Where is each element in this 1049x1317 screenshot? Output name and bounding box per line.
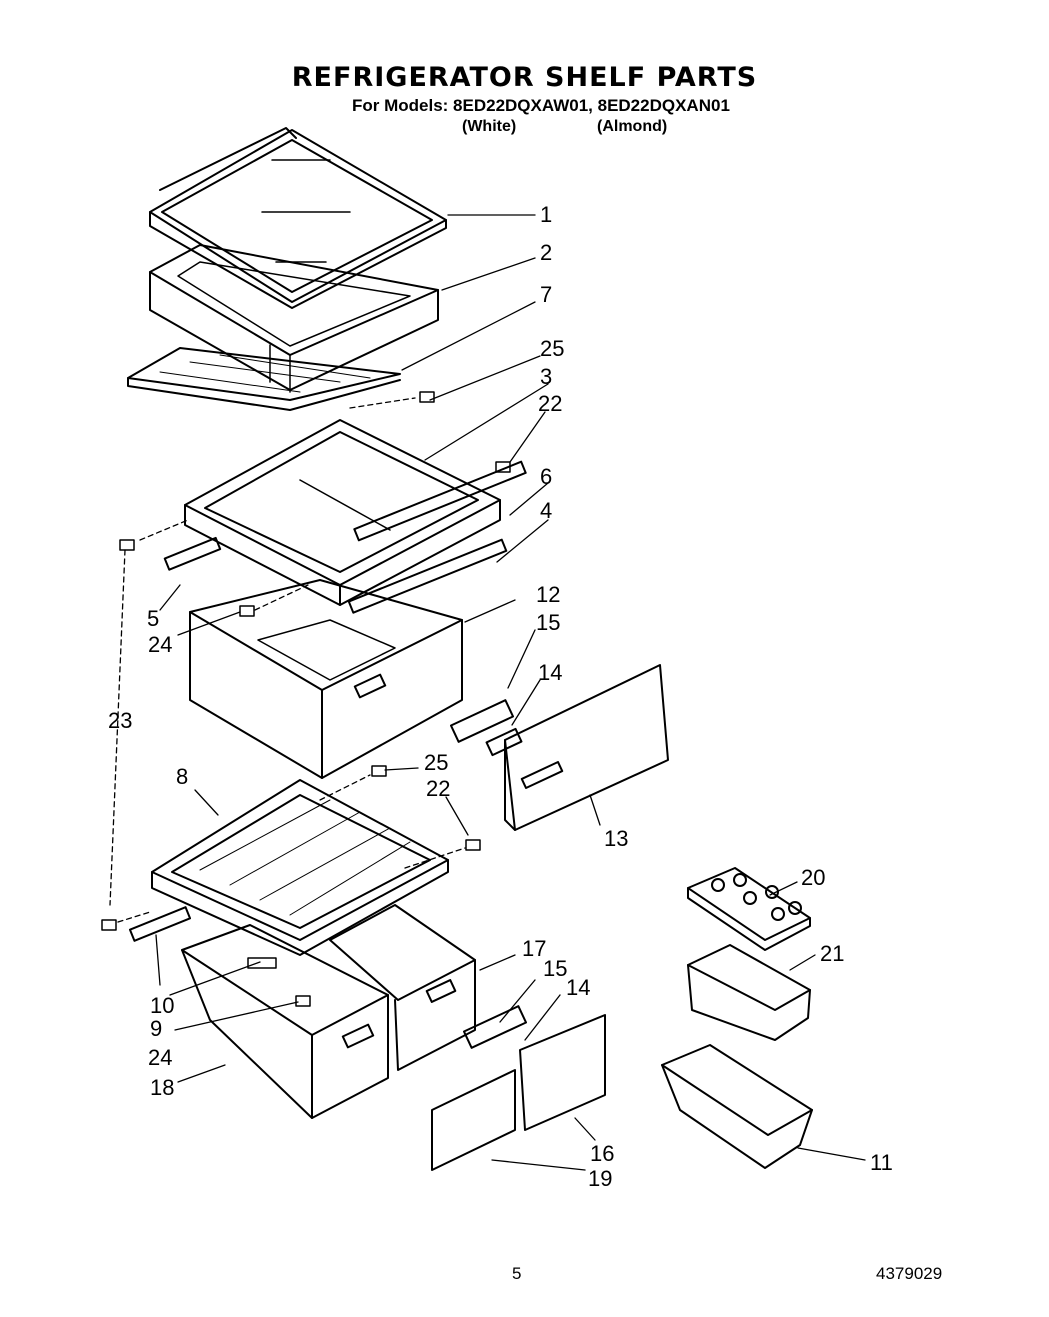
callout-9: 9 (150, 1016, 163, 1041)
callout-22: 22 (538, 391, 563, 416)
part-17-crisper (330, 905, 475, 1070)
callout-20: 20 (801, 865, 826, 890)
callout-22-lower: 22 (426, 776, 451, 801)
callout-23: 23 (108, 708, 133, 733)
part-8-lower-shelf (152, 780, 448, 955)
part-19-pan-front (432, 1070, 515, 1170)
models-line: For Models: 8ED22DQXAW01, 8ED22DQXAN01 (352, 96, 730, 115)
callout-15: 15 (536, 610, 561, 635)
callout-7: 7 (540, 282, 553, 307)
document-number: 4379029 (876, 1264, 943, 1283)
part-3-shelf-frame (185, 420, 500, 605)
callout-3: 3 (540, 364, 553, 389)
callout-11: 11 (870, 1150, 893, 1175)
part-1-glass-shelf (150, 128, 446, 308)
part-21-egg-bin (688, 945, 810, 1040)
part-12-crisper (190, 580, 462, 778)
callout-12: 12 (536, 582, 561, 607)
leader-lines (110, 215, 865, 1170)
callout-10: 10 (150, 993, 175, 1018)
callout-24: 24 (148, 632, 173, 657)
part-15-bracket (451, 700, 513, 742)
callout-25: 25 (540, 336, 565, 361)
part-13-pan-front (505, 665, 668, 830)
callout-25-lower: 25 (424, 750, 449, 775)
callout-4: 4 (540, 498, 553, 523)
part-7-pan-cover (128, 348, 400, 410)
part-11-door-bin (662, 1045, 812, 1168)
variant-almond-label: (Almond) (597, 118, 668, 135)
callout-14: 14 (538, 660, 563, 685)
callout-2: 2 (540, 240, 553, 265)
part-18-crisper (182, 925, 388, 1118)
callout-6: 6 (540, 464, 553, 489)
part-15-lower-bracket (464, 1006, 526, 1048)
part-2-upper-pan (150, 245, 438, 392)
callout-15-lower: 15 (543, 956, 568, 981)
callout-21: 21 (820, 941, 845, 966)
callout-8: 8 (176, 764, 189, 789)
part-14-clip (487, 729, 522, 755)
part-20-egg-tray (688, 868, 810, 950)
page-title: REFRIGERATOR SHELF PARTS (291, 62, 758, 93)
variant-white-label: (White) (462, 118, 517, 135)
callout-17: 17 (522, 936, 547, 961)
callout-24-lower: 24 (148, 1045, 173, 1070)
page-number: 5 (512, 1264, 522, 1283)
callout-14-lower: 14 (566, 975, 591, 1000)
callout-1: 1 (540, 202, 553, 227)
callout-16: 16 (590, 1141, 615, 1166)
part-5-rail (165, 538, 220, 570)
callout-13: 13 (604, 826, 629, 851)
callout-19: 19 (588, 1166, 613, 1191)
hardware-clips (102, 392, 510, 1006)
part-6-rail (354, 462, 525, 541)
part-4-rail (349, 540, 506, 613)
callout-5: 5 (147, 606, 160, 631)
part-10-rail (130, 907, 190, 941)
part-16-pan-front (520, 1015, 605, 1130)
callout-18: 18 (150, 1075, 175, 1100)
